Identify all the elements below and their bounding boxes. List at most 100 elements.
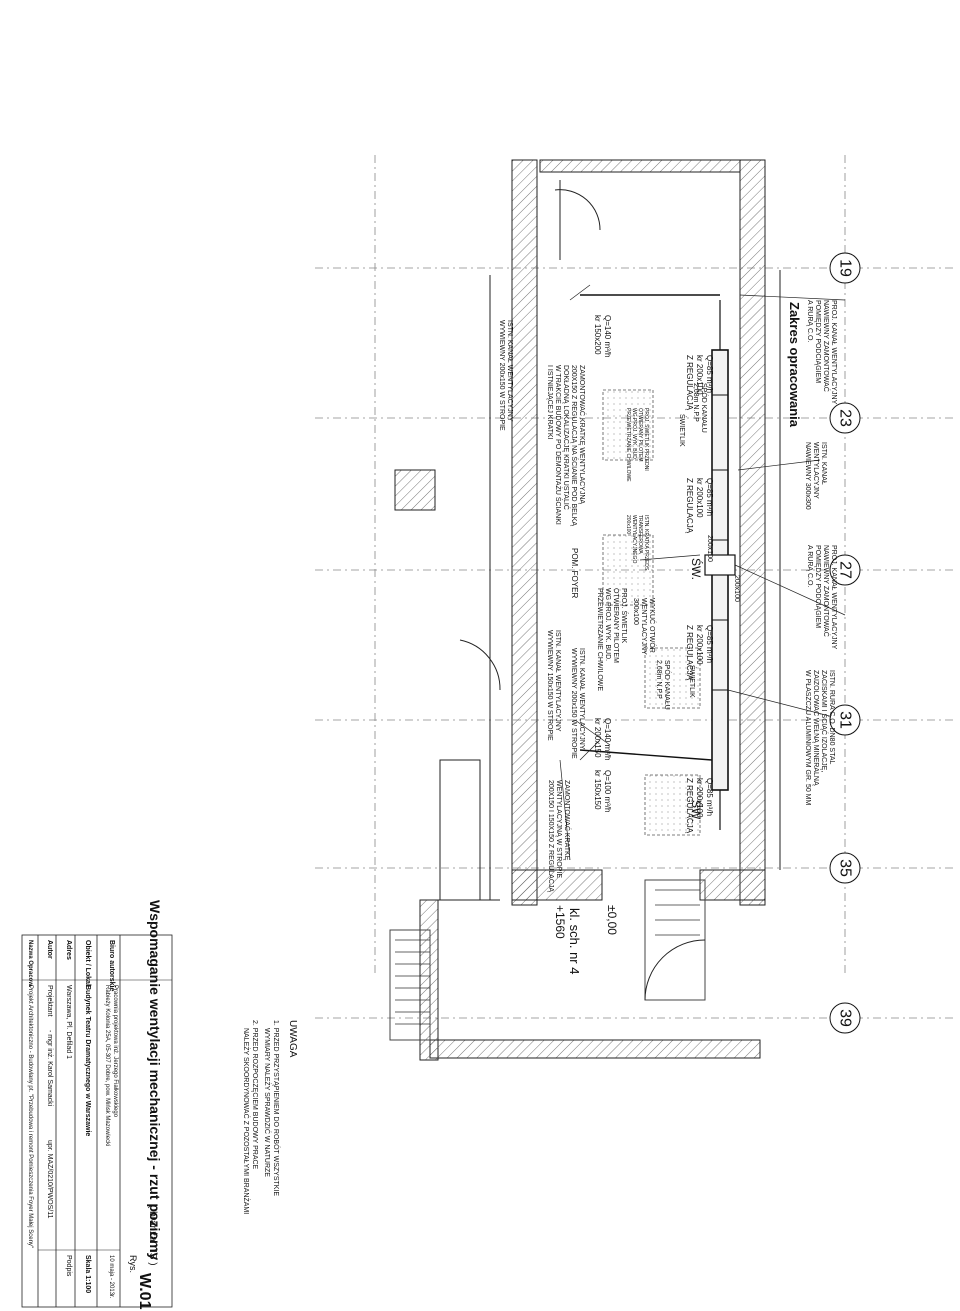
leader-lines [559, 284, 846, 861]
svg-text:ISTN. KANAŁ: ISTN. KANAŁ [820, 442, 827, 485]
flow-label: Q=85 m³/h kr 200x100 Z REGULACJĄ [685, 355, 714, 411]
svg-text:SPÓD KANAŁU: SPÓD KANAŁU [700, 383, 709, 433]
svg-text:I ISTNIEJĄCEJ KRATKI: I ISTNIEJĄCEJ KRATKI [546, 365, 553, 440]
svg-text:Pracownia projektowa inż. Jerz: Pracownia projektowa inż. Jerzego Fiałko… [112, 985, 118, 1118]
svg-text:SPÓD KANAŁU: SPÓD KANAŁU [663, 660, 672, 710]
svg-text:WYKUĆ OTWÓR: WYKUĆ OTWÓR [648, 598, 657, 653]
svg-text:ŚWIETLIK: ŚWIETLIK [688, 665, 697, 698]
svg-text:WYWIEWNY 200x150 W STROPIE: WYWIEWNY 200x150 W STROPIE [570, 648, 577, 759]
svg-text:300x100: 300x100 [632, 598, 639, 625]
svg-text:200X150 Z REGULACJĄ NA ŚCIANIE: 200X150 Z REGULACJĄ NA ŚCIANIE POD BELKĄ [570, 365, 579, 526]
small-note: ISTN. KRATKA PRZEDS. TRANSFEROWA WENTYLA… [625, 515, 649, 572]
svg-text:Q=140 m³/h: Q=140 m³/h [603, 718, 612, 760]
svg-text:NAWIEWNY ZAMONTOWAĆ: NAWIEWNY ZAMONTOWAĆ [822, 300, 831, 392]
svg-text:POMIĘDZY PODCIĄGIEM: POMIĘDZY PODCIĄGIEM [814, 300, 821, 383]
svg-text:NAWIEWNY 300x300: NAWIEWNY 300x300 [804, 442, 811, 510]
adres-row: Adres Warszawa, Pl. Defilad 1 Podpis [65, 940, 72, 1277]
svg-text:POM. FOYER: POM. FOYER [570, 548, 579, 598]
svg-text:Budynek Teatru Dramatycznego w: Budynek Teatru Dramatycznego w Warszawie [84, 985, 91, 1136]
rys-number: Rys. W.01 [128, 1255, 153, 1310]
svg-text:PROJ. ŚWIETLIK: PROJ. ŚWIETLIK [620, 588, 629, 644]
svg-text:kr 200x100: kr 200x100 [695, 625, 704, 665]
skylights [602, 389, 701, 836]
zamontowac-note: ZAMONTOWAĆ KRATKĘ WENTYLACYJNĄ W STROPIE… [547, 780, 572, 892]
flow-label: Q=140 m³/h kr 150x200 [593, 315, 612, 357]
svg-text:Podpis: Podpis [65, 1255, 72, 1277]
svg-text:NALEŻY SKOORDYNOWAĆ Z POZOSTAŁ: NALEŻY SKOORDYNOWAĆ Z POZOSTAŁYMI BRANŻA… [242, 1028, 251, 1214]
svg-text:200x100: 200x100 [733, 575, 740, 602]
ventilation-duct [579, 294, 736, 830]
svg-text:10 maja - 2013r.: 10 maja - 2013r. [108, 1255, 114, 1299]
svg-text:WYWIEWNY 200x150 W STROPIE: WYWIEWNY 200x150 W STROPIE [498, 320, 505, 431]
svg-text:W TRAKCIE BUDOWY PO DEMONTAŻU: W TRAKCIE BUDOWY PO DEMONTAŻU ŚCIANKI [554, 365, 563, 525]
istn-note: ISTN. KANAŁ WENTYLACYJNY WYWIEWNY 200x15… [570, 648, 585, 759]
svg-text:kr 200x100: kr 200x100 [695, 778, 704, 818]
axis-label: 19 [837, 259, 854, 277]
stairs [395, 889, 700, 1025]
note-istn-kanal: ISTN. KANAŁ WENTYLACYJNY NAWIEWNY 300x30… [804, 442, 827, 510]
walls [394, 159, 766, 1061]
svg-text:Autor: Autor [46, 940, 53, 959]
svg-text:W.01: W.01 [136, 1273, 153, 1310]
svg-text:PROJ. KANAŁ WENTYLACYJNY: PROJ. KANAŁ WENTYLACYJNY [830, 300, 837, 405]
axis-label: 31 [837, 711, 854, 729]
note-duct-2: PROJ. KANAŁ WENTYLACYJNY NAWIEWNY ZAMONT… [806, 545, 837, 650]
svg-text:NAWIEWNY ZAMONTOWAĆ: NAWIEWNY ZAMONTOWAĆ [822, 545, 831, 637]
svg-text:Q=85 m³/h: Q=85 m³/h [705, 778, 714, 816]
axis-marker: 39 [829, 1002, 861, 1034]
svg-text:OTWIERANY PILOTEM: OTWIERANY PILOTEM [637, 408, 643, 462]
svg-text:2,68m N.P.P: 2,68m N.P.P [655, 660, 662, 699]
svg-text:ŚW.: ŚW. [689, 800, 704, 822]
axis-label: 23 [837, 409, 854, 427]
svg-text:WG PROJ. WYK. BUD.: WG PROJ. WYK. BUD. [604, 588, 611, 661]
svg-text:2,68m N.P.P: 2,68m N.P.P [692, 383, 699, 422]
svg-text:200X150 I 150X150 Z REGULACJĄ: 200X150 I 150X150 Z REGULACJĄ [547, 780, 554, 892]
svg-text:Z REGULACJĄ: Z REGULACJĄ [685, 355, 694, 411]
svg-text:ISTN. KANAŁ WENTYLACYJNY: ISTN. KANAŁ WENTYLACYJNY [506, 320, 513, 422]
zakres-label: Zakres opracowania [787, 302, 802, 428]
axis-marker: 23 [829, 402, 861, 434]
swietlik-note: PROJ. ŚWIETLIK OTWIERANY PILOTEM WG PROJ… [596, 588, 629, 691]
flow-label: Q=140 m³/h kr 200x150 [593, 718, 612, 760]
svg-text:kr 200x150: kr 200x150 [593, 718, 602, 758]
svg-text:Wspomaganie wentylacji mechani: Wspomaganie wentylacji mechanicznej - rz… [147, 900, 163, 1260]
svg-text:WG PROJ. WYK. BUD.: WG PROJ. WYK. BUD. [631, 408, 637, 460]
svg-text:ISTN. KANAŁ WENTYLACYJNY: ISTN. KANAŁ WENTYLACYJNY [554, 630, 561, 732]
sw-label: ŚW. [689, 800, 704, 822]
svg-text:- mgr inż. Karol Samacki: - mgr inż. Karol Samacki [46, 1030, 53, 1107]
svg-text:Q=85 m³/h: Q=85 m³/h [705, 625, 714, 663]
svg-text:Z REGULACJĄ: Z REGULACJĄ [685, 478, 694, 534]
svg-text:kr 200x100: kr 200x100 [695, 478, 704, 518]
plan-lines [389, 180, 781, 1041]
flow-label: Q=100 m³/h kr 150x150 [593, 770, 612, 812]
svg-text:WENTYLACYJNEGO: WENTYLACYJNEGO [631, 515, 637, 563]
uwaga-block: UWAGA 1. PRZED PRZYSTĄPIENIEM DO ROBÓT W… [242, 1020, 298, 1214]
axis-label: 27 [837, 561, 854, 579]
svg-text:WYMIARY NALEŻY SPRAWDZIĆ W NAT: WYMIARY NALEŻY SPRAWDZIĆ W NATURZE [263, 1028, 272, 1177]
svg-text:Q=140 m³/h: Q=140 m³/h [603, 315, 612, 357]
annotations: PROJ. KANAŁ WENTYLACYJNY NAWIEWNY ZAMONT… [242, 300, 837, 1214]
svg-text:ISTN. KRATKA PRZEDS.: ISTN. KRATKA PRZEDS. [643, 515, 649, 572]
svg-text:Rabieży Kolonia 25A, 05-307 Do: Rabieży Kolonia 25A, 05-307 Dobre, pow. … [104, 985, 110, 1146]
sw-label: ŚW. [689, 558, 704, 580]
dim-label: 200x100 [706, 535, 713, 562]
axis-marker: 27 [829, 554, 861, 586]
title-block: Wspomaganie wentylacji mechanicznej - rz… [21, 900, 173, 1310]
svg-text:Zakres opracowania: Zakres opracowania [787, 302, 802, 428]
svg-text:PROJ. ŚWIETLIK PRZEDNI: PROJ. ŚWIETLIK PRZEDNI [643, 408, 651, 471]
svg-text:1. PRZED PRZYSTĄPIENIEM DO ROB: 1. PRZED PRZYSTĄPIENIEM DO ROBÓT WSZYSTK… [272, 1020, 281, 1196]
note-rura-co: ISTN. RURA C.O. DN80 STAL ZACISKAMI I ŚC… [804, 670, 835, 806]
svg-text:200x100: 200x100 [706, 535, 713, 562]
svg-text:W PŁASZCZU ALUMINIOWYM GR. 50: W PŁASZCZU ALUMINIOWYM GR. 50 MM [804, 670, 811, 806]
svg-text:Obiekt / Lokal: Obiekt / Lokal [84, 940, 91, 986]
svg-text:WENTYLACYJNY: WENTYLACYJNY [812, 442, 819, 499]
svg-text:Warszawa, Pl. Defilad 1: Warszawa, Pl. Defilad 1 [65, 985, 72, 1059]
axis-marker: 31 [829, 704, 861, 736]
svg-text:upr. MAZ/0210/PWOS/11: upr. MAZ/0210/PWOS/11 [46, 1140, 53, 1219]
obiekt-row: Obiekt / Lokal Budynek Teatru Dramatyczn… [84, 940, 91, 1293]
svg-text:Rys.: Rys. [128, 1255, 138, 1273]
svg-text:ZACISKAMI I ŚCIĄĆ IZOLACJĘ,: ZACISKAMI I ŚCIĄĆ IZOLACJĘ, [820, 670, 829, 772]
axis-marker: 19 [829, 252, 861, 284]
nazwa-row: Nazwa Opracow. Projekt Architektoniczno … [27, 940, 33, 1248]
